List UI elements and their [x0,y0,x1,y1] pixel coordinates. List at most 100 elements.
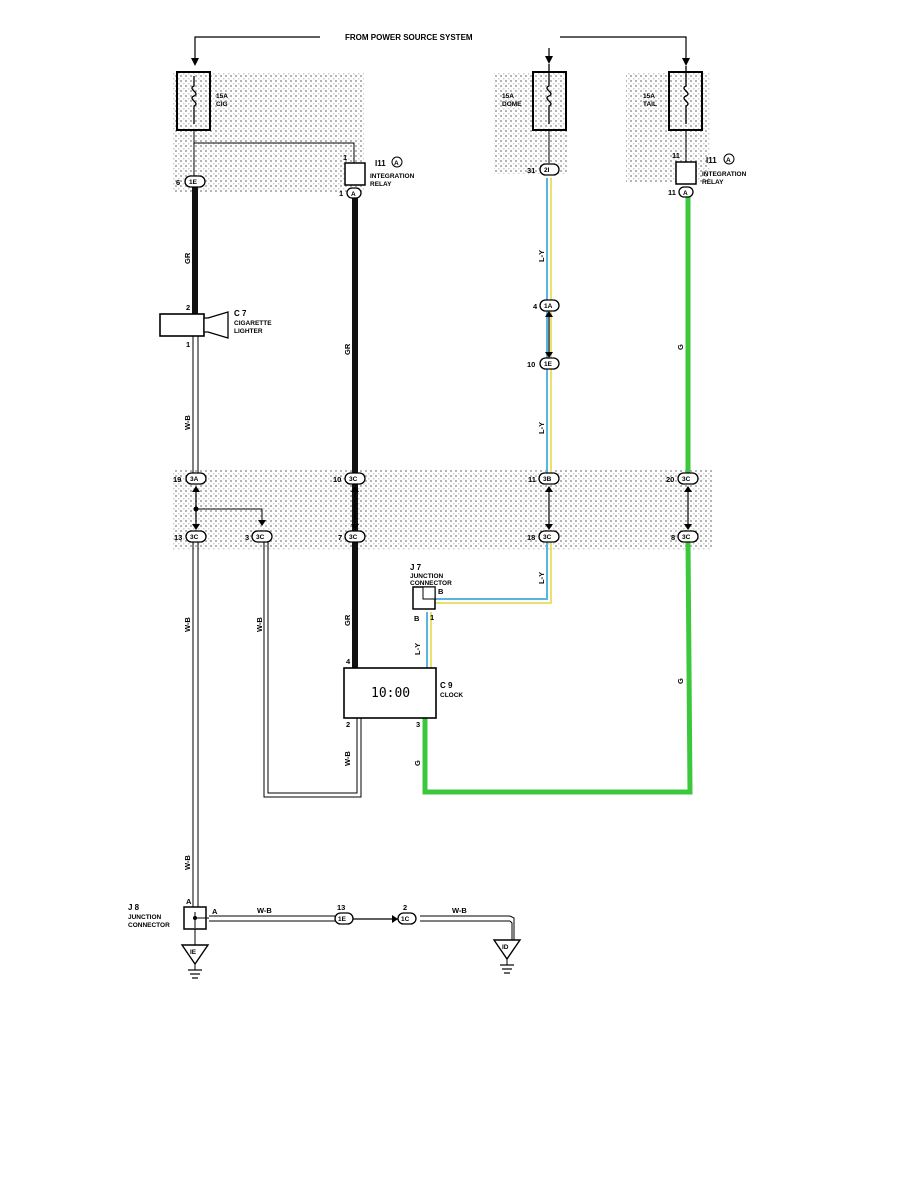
svg-text:3C: 3C [190,534,199,541]
connector-3b: 3B 11 [528,472,560,485]
wire-label-wb-1: W-B [183,415,192,430]
svg-text:3C: 3C [349,476,358,483]
wire-label-gr-2: GR [343,343,352,355]
svg-text:2: 2 [346,720,350,729]
svg-text:B: B [438,587,444,596]
svg-text:A: A [726,157,731,164]
svg-text:A: A [394,160,399,167]
svg-text:1: 1 [430,613,434,622]
svg-text:3: 3 [416,720,420,729]
svg-text:JUNCTION: JUNCTION [410,573,444,580]
link-arrowheads [192,311,692,923]
svg-text:I11: I11 [375,159,386,168]
wire-label-wb-2: W-B [183,617,192,632]
wire-label-ly-3: L-Y [537,572,546,584]
svg-text:1: 1 [186,340,190,349]
connector-relay-a-2: A 11 [668,186,694,198]
clock-display: 10:00 [371,686,410,701]
svg-text:1C: 1C [401,916,410,923]
svg-text:J 7: J 7 [410,563,422,572]
svg-text:4: 4 [346,657,351,666]
wire-label-gr-1: GR [183,252,192,264]
svg-text:A: A [683,190,688,197]
connector-3c-b: 3C 20 [666,472,699,485]
svg-text:C 9: C 9 [440,681,453,690]
svg-text:J 8: J 8 [128,903,140,912]
wire-label-g-2: G [676,678,685,684]
wire-label-g-3: G [413,760,422,766]
svg-text:11: 11 [668,188,676,197]
svg-text:INTEGRATION: INTEGRATION [370,173,415,180]
svg-text:1E: 1E [544,361,553,368]
junction-connector-j7: J 7 JUNCTION CONNECTOR B 1 B [410,563,452,623]
wire-label-ly-2: L-Y [537,422,546,434]
wire-label-ly-4: L-Y [413,643,422,655]
clock: 10:00 4 2 3 C 9 CLOCK [343,657,463,729]
fuse-tail-name: TAIL [643,101,657,108]
svg-text:3C: 3C [682,534,691,541]
svg-text:1E: 1E [189,179,198,186]
svg-text:20: 20 [666,475,674,484]
svg-text:CIGARETTE: CIGARETTE [234,320,272,327]
svg-text:3B: 3B [543,476,552,483]
svg-text:3A: 3A [190,476,199,483]
svg-text:2I: 2I [544,167,550,174]
fuse-dome-name: DOME [502,101,522,108]
svg-text:1: 1 [339,189,343,198]
svg-text:3C: 3C [543,534,552,541]
svg-text:11: 11 [528,475,536,484]
connector-3c-d: 3C 3 [245,530,273,543]
svg-text:8: 8 [671,533,675,542]
svg-text:B: B [414,614,420,623]
svg-text:C 7: C 7 [234,309,247,318]
svg-text:11: 11 [672,151,680,160]
svg-text:18: 18 [527,533,535,542]
wire-label-wb-5: W-B [183,855,192,870]
svg-text:10: 10 [527,360,535,369]
connector-2i: 2I 31 [527,163,560,176]
wire-ly-group [426,178,552,668]
svg-text:CONNECTOR: CONNECTOR [410,580,452,587]
svg-text:10: 10 [333,475,341,484]
shaded-region-dome [494,72,568,174]
fuse-dome-rating: 15A [502,93,514,100]
svg-text:2: 2 [403,903,407,912]
connector-3a: 3A 19 [173,472,207,485]
junction-connector-j8: J 8 JUNCTION CONNECTOR A A [128,897,218,930]
svg-text:CONNECTOR: CONNECTOR [128,922,170,929]
middle-row-links [195,312,689,920]
svg-text:3C: 3C [682,476,691,483]
svg-text:4: 4 [533,302,538,311]
connector-1e-mid: 1E 10 [527,357,560,370]
shaded-region-left-top [172,72,364,192]
wire-label-wb-4: W-B [343,751,352,766]
wire-label-ly-1: L-Y [537,250,546,262]
connector-3c-c: 3C 13 [174,530,207,543]
connector-3c-g: 3C 8 [671,530,699,543]
svg-text:A: A [186,897,192,906]
cigarette-lighter: 2 1 C 7 CIGARETTE LIGHTER [159,303,272,349]
wire-label-g-1: G [676,344,685,350]
fuse-links [193,130,687,176]
power-source-label: FROM POWER SOURCE SYSTEM [345,33,473,42]
connector-3c-a: 3C 10 [333,472,366,485]
wire-label-wb-3: W-B [255,617,264,632]
integration-relay-2: 11 I11 A INTEGRATION RELAY [672,151,747,186]
wire-label-wb-6: W-B [257,906,272,915]
ground-id-icon: ID [492,939,522,974]
svg-text:6: 6 [176,178,180,187]
svg-text:1E: 1E [338,916,347,923]
svg-text:1: 1 [343,153,347,162]
wire-wb-group [192,336,515,945]
connector-1c: 1C 2 [397,903,417,925]
svg-text:13: 13 [174,533,182,542]
svg-text:7: 7 [338,533,342,542]
connector-relay-a-1: A 1 [339,187,362,199]
wire-label-wb-7: W-B [452,906,467,915]
svg-text:3C: 3C [256,534,265,541]
svg-text:I11: I11 [706,156,717,165]
svg-text:LIGHTER: LIGHTER [234,328,263,335]
fuse-tail-rating: 15A [643,93,655,100]
connector-1a: 1A 4 [533,299,560,312]
